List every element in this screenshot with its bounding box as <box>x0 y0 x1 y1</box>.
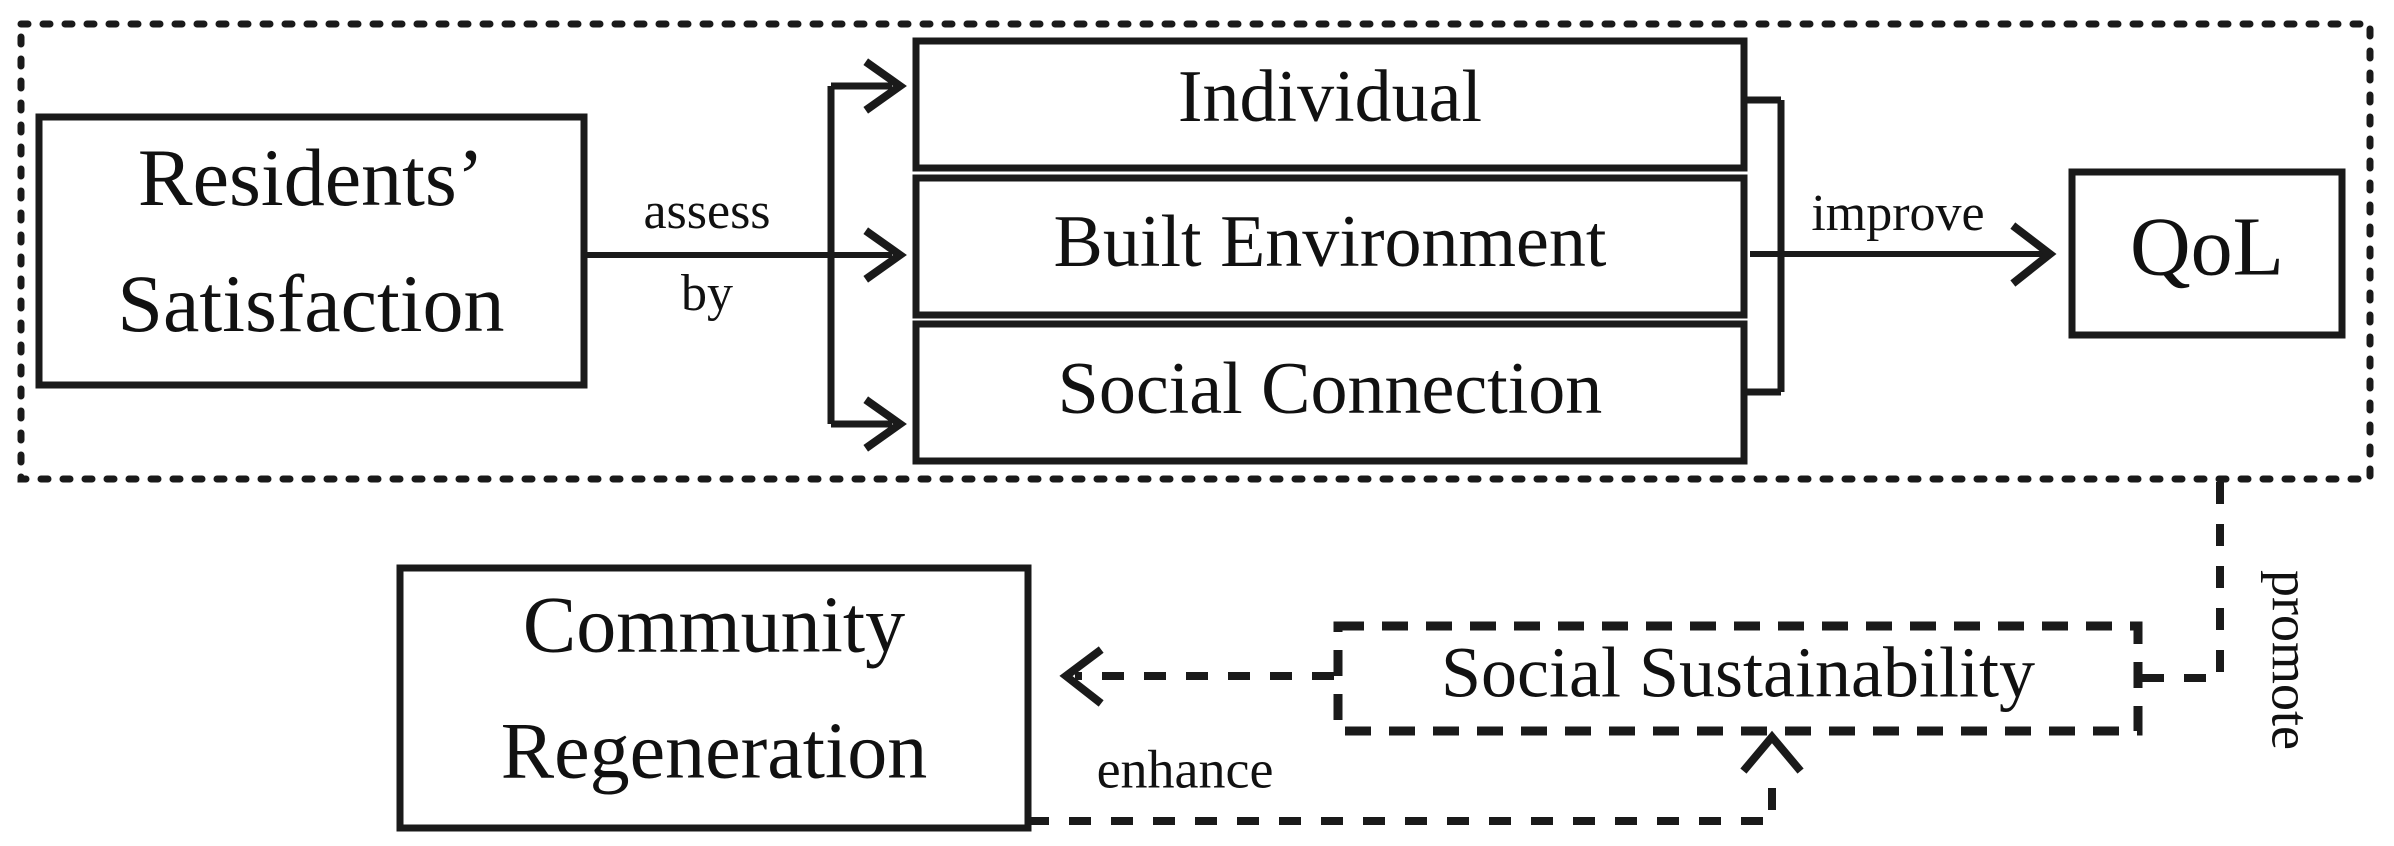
assessment-region-border <box>17 20 2374 483</box>
promote-path <box>2142 475 2224 682</box>
promote-label: promote <box>2261 570 2321 750</box>
assess-by-label-line2: by <box>681 265 733 322</box>
built-environment-box <box>912 174 1748 319</box>
community-regeneration-line2: Regeneration <box>501 707 927 795</box>
individual-box <box>912 37 1748 172</box>
improve-label: improve <box>1811 185 1984 242</box>
individual-label: Individual <box>1178 56 1482 138</box>
residents-satisfaction-line1: Residents’ <box>138 132 484 223</box>
qol-box <box>2068 168 2346 339</box>
arrowhead-feedback-up <box>1740 730 1804 774</box>
social-connection-box <box>912 320 1748 465</box>
residents-satisfaction-box <box>35 113 588 389</box>
arrowhead-individual <box>863 58 907 114</box>
social-connection-label: Social Connection <box>1058 348 1603 430</box>
community-regeneration-box <box>396 564 1032 832</box>
feedback-loop-path <box>1027 775 1776 825</box>
residents-satisfaction-line2: Satisfaction <box>117 258 504 349</box>
built-environment-label: Built Environment <box>1054 201 1607 283</box>
enhance-label: enhance <box>1097 739 1274 799</box>
social-sustainability-box <box>1333 621 2143 736</box>
arrowhead-social-connection <box>863 396 907 452</box>
assess-by-label-line1: assess <box>643 183 770 240</box>
arrowhead-built-environment <box>863 227 907 283</box>
qol-label: QoL <box>2130 200 2284 293</box>
community-regeneration-line1: Community <box>523 581 905 669</box>
arrowhead-improve <box>2010 222 2057 287</box>
arrowhead-enhance <box>1059 646 1104 707</box>
social-sustainability-label: Social Sustainability <box>1441 633 2035 713</box>
